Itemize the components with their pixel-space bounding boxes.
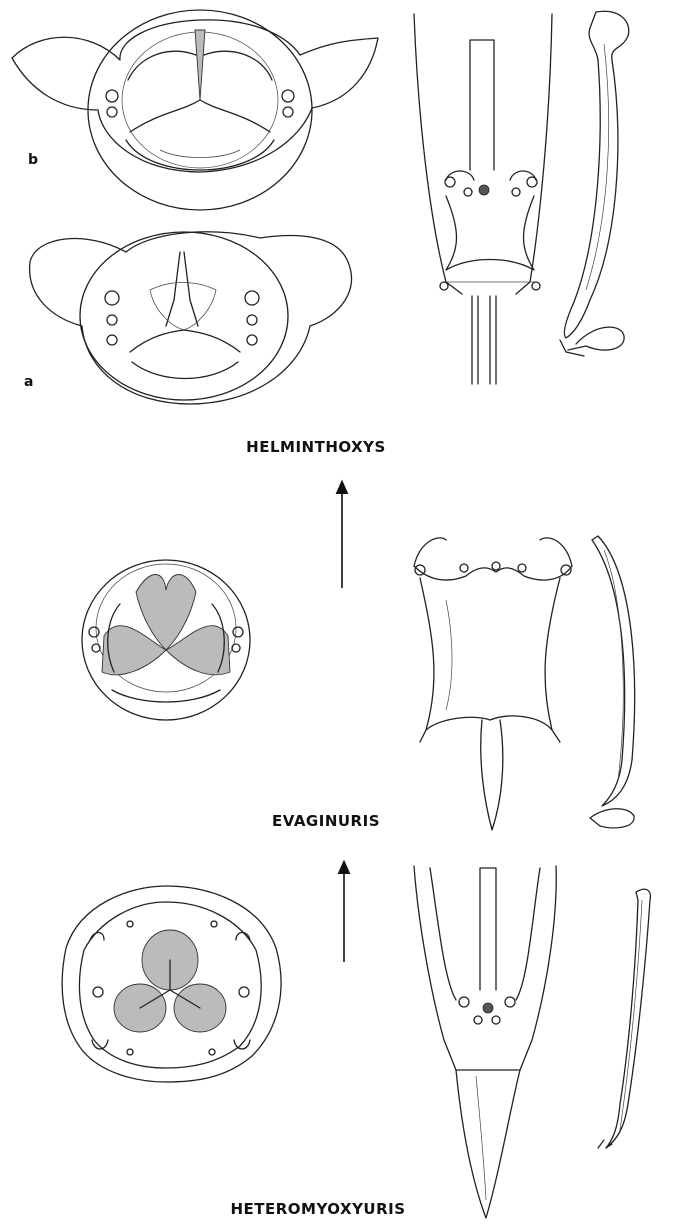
evaginuris-head-view [82, 560, 250, 720]
genus-label-heteromyoxyuris: HETEROMYOXYURIS [230, 1200, 405, 1218]
evaginuris-male-tail [414, 538, 572, 830]
view-label-a: a [24, 374, 33, 390]
heteromyoxyuris-male-tail [414, 866, 556, 1218]
helminthoxys-spicule [560, 11, 629, 356]
heteromyoxyuris-head-view [62, 886, 281, 1082]
heteromyoxyuris-spicule [598, 889, 650, 1148]
helminthoxys-head-view-a [30, 232, 352, 404]
evaginuris-spicule [590, 536, 635, 828]
view-label-b: b [28, 152, 38, 168]
helminthoxys-male-tail [414, 14, 552, 384]
genus-label-evaginuris: EVAGINURIS [272, 812, 380, 830]
genus-label-helminthoxys: HELMINTHOXYS [246, 438, 386, 456]
helminthoxys-head-view-b [12, 10, 378, 210]
